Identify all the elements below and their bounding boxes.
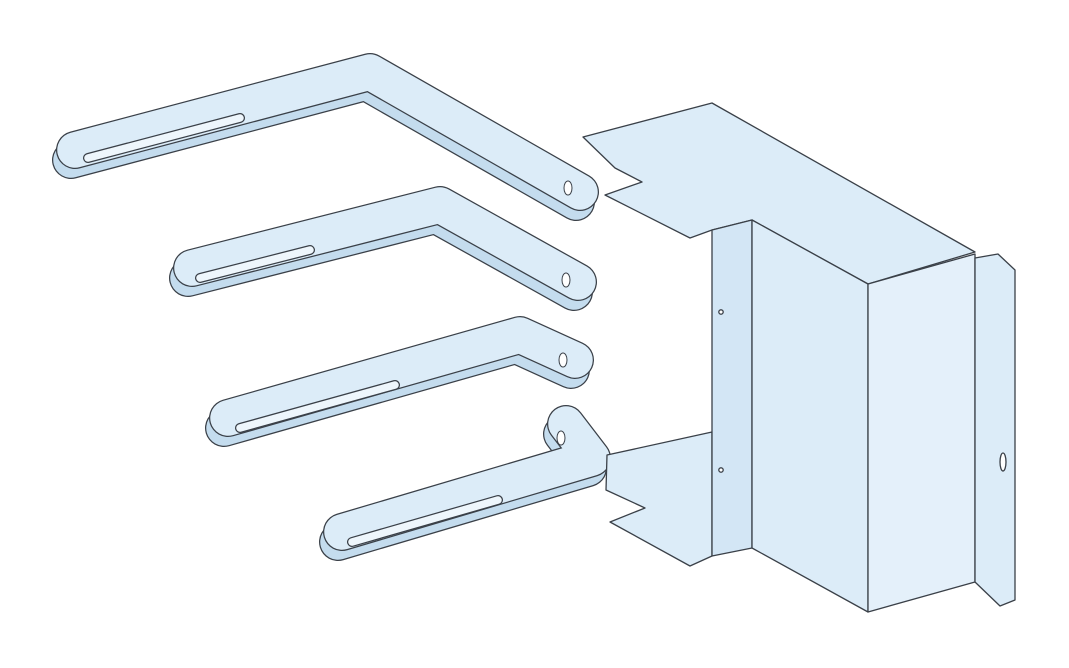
bracket-hole: [556, 430, 566, 446]
bracket-slot: [236, 381, 399, 432]
front-face-left: [711, 219, 753, 557]
flange-slot: [999, 452, 1007, 472]
bracket-face: [210, 317, 593, 436]
bracket-slot: [196, 246, 314, 282]
bracket-face: [324, 406, 610, 550]
bracket-hole: [563, 180, 573, 196]
bracket-3: [205, 316, 594, 447]
bracket-hole: [561, 272, 571, 288]
rivet: [718, 309, 724, 315]
rivet: [718, 467, 724, 473]
bracket-4: [319, 405, 611, 561]
front-face: [751, 219, 869, 613]
bracket-slot: [348, 496, 502, 546]
enclosure-box: [582, 102, 1016, 613]
bracket-hole: [558, 352, 568, 368]
bracket-face: [174, 187, 596, 300]
side-flange: [974, 253, 1016, 607]
bracket-face: [57, 54, 598, 210]
bracket-slot: [84, 114, 244, 162]
bracket-1: [52, 53, 599, 221]
bracket-2: [169, 186, 597, 311]
bottom-plate: [605, 431, 713, 567]
right-face: [867, 253, 976, 613]
